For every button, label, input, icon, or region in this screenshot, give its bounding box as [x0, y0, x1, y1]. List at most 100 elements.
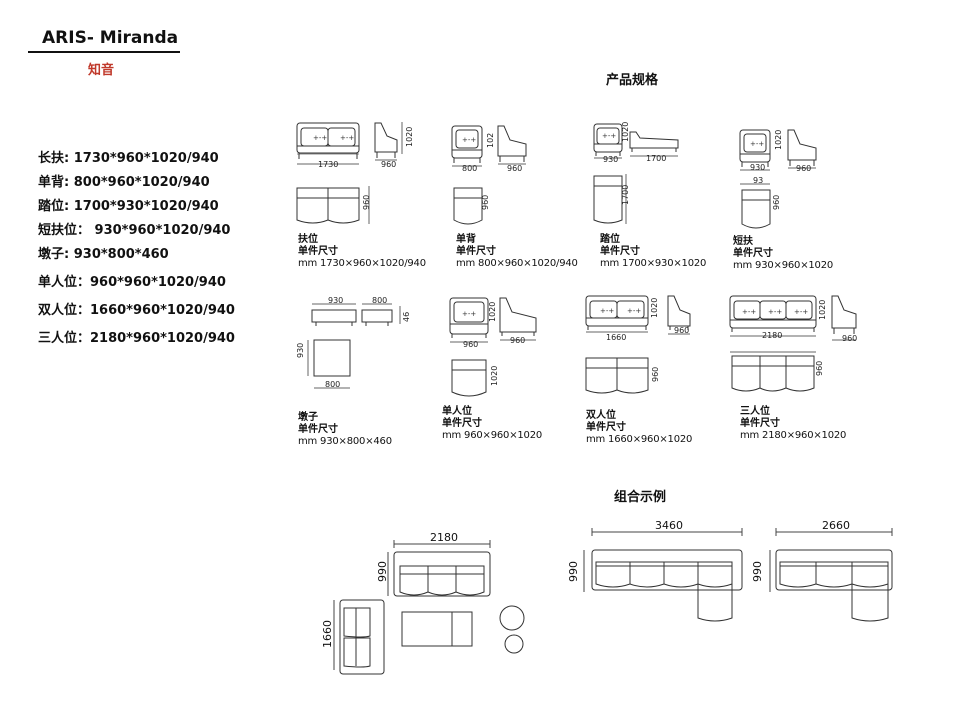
spec-item: 三人位：2180*960*1020/940 [38, 331, 235, 346]
combo-dim-label: 1660 [321, 620, 334, 648]
combo-right-drawing [766, 520, 906, 630]
product-caption: 三人位 单件尺寸 mm 2180×960×1020 [740, 406, 846, 442]
danrenwei-drawing: +-+ [448, 294, 548, 404]
product-caption: 单背 单件尺寸 mm 800×960×1020/940 [456, 234, 578, 270]
combo-dim-label: 2660 [822, 519, 850, 532]
dim-label: 960 [481, 194, 490, 210]
product-name: 单人位 [442, 406, 472, 417]
dim-label: 1020 [621, 121, 630, 142]
dim-label: 930 [328, 296, 344, 305]
product-size-label: 单件尺寸 [456, 246, 496, 257]
combo-dim-label: 3460 [655, 519, 683, 532]
product-size-label: 单件尺寸 [740, 418, 780, 429]
dim-label: 960 [507, 164, 523, 173]
dim-label: 1700 [646, 154, 667, 163]
spec-item: 墩子: 930*800*460 [38, 247, 169, 262]
product-size-label: 单件尺寸 [298, 424, 338, 435]
dim-label: 960 [772, 194, 781, 210]
product-caption: 墩子 单件尺寸 mm 930×800×460 [298, 412, 392, 448]
dim-label: 1730 [318, 160, 339, 169]
svg-text:+-+: +-+ [742, 308, 756, 316]
dim-label: 960 [842, 334, 858, 343]
combo-middle-drawing [580, 520, 760, 630]
spec-item: 单人位：960*960*1020/940 [38, 275, 226, 290]
dim-label: 800 [372, 296, 388, 305]
product-caption: 踏位 单件尺寸 mm 1700×930×1020 [600, 234, 706, 270]
section-title-combos: 组合示例 [614, 490, 667, 505]
product-caption: 扶位 单件尺寸 mm 1730×960×1020/940 [298, 234, 426, 270]
dim-label: 930 [603, 155, 619, 164]
product-dimensions: mm 2180×960×1020 [740, 430, 847, 441]
shuangrenwei-drawing: +-+ +-+ [584, 292, 704, 402]
svg-text:+-+: +-+ [627, 307, 641, 315]
dim-label: 1020 [774, 129, 783, 150]
product-size-label: 单件尺寸 [733, 248, 773, 259]
spec-list: 长扶: 1730*960*1020/940 单背: 800*960*1020/9… [38, 148, 268, 352]
spec-item: 短扶位： 930*960*1020/940 [38, 223, 231, 238]
spec-item: 长扶: 1730*960*1020/940 [38, 151, 219, 166]
svg-text:+-+: +-+ [602, 132, 616, 140]
dim-label: 960 [796, 164, 812, 173]
dim-label: 1020 [405, 126, 414, 147]
dim-label: 1020 [490, 365, 499, 386]
dim-label: 960 [362, 194, 371, 210]
dim-label: 800 [462, 164, 478, 173]
product-size-label: 单件尺寸 [600, 246, 640, 257]
svg-text:+-+: +-+ [313, 134, 327, 142]
product-caption: 双人位 单件尺寸 mm 1660×960×1020 [586, 410, 692, 446]
product-name: 短扶 [733, 236, 753, 247]
dim-label: 930 [750, 163, 766, 172]
dunzi-drawing [306, 296, 416, 396]
svg-text:+-+: +-+ [600, 307, 614, 315]
duanfu-drawing: +-+ [738, 126, 828, 236]
page-title: ARIS- Miranda [42, 28, 179, 48]
dim-label: 2180 [762, 331, 783, 340]
product-caption: 单人位 单件尺寸 mm 960×960×1020 [442, 406, 542, 442]
combo-left-drawing [320, 530, 540, 690]
product-size-label: 单件尺寸 [442, 418, 482, 429]
svg-text:+-+: +-+ [462, 310, 476, 318]
product-name: 三人位 [740, 406, 770, 417]
dim-label: 1020 [818, 299, 827, 320]
svg-text:+-+: +-+ [768, 308, 782, 316]
tawei-drawing: +-+ [592, 120, 692, 230]
product-dimensions: mm 1660×960×1020 [586, 434, 693, 445]
section-title-specs: 产品规格 [606, 73, 659, 88]
title-underline [28, 51, 180, 53]
product-name: 扶位 [298, 234, 318, 245]
spec-item: 双人位：1660*960*1020/940 [38, 303, 235, 318]
svg-text:+-+: +-+ [750, 140, 764, 148]
dim-label: 93 [753, 176, 764, 185]
combo-dim-label: 990 [751, 561, 764, 582]
product-size-label: 单件尺寸 [586, 422, 626, 433]
fuwei-drawing: +-+ +-+ [295, 118, 415, 228]
dim-label: 960 [651, 366, 660, 382]
combo-dim-label: 990 [567, 561, 580, 582]
product-size-label: 单件尺寸 [298, 246, 338, 257]
product-dimensions: mm 1700×930×1020 [600, 258, 707, 269]
product-name: 双人位 [586, 410, 616, 421]
product-dimensions: mm 960×960×1020 [442, 430, 543, 441]
dim-label: 1700 [621, 184, 630, 205]
page-subtitle: 知音 [88, 63, 115, 78]
combo-dim-label: 2180 [430, 531, 458, 544]
dim-label: 960 [815, 360, 824, 376]
product-dimensions: mm 1730×960×1020/940 [298, 258, 426, 269]
dim-label: 1660 [606, 333, 627, 342]
dim-label: 1020 [650, 297, 659, 318]
dim-label: 1020 [488, 301, 497, 322]
dim-label: 46 [402, 311, 411, 322]
product-name: 单背 [456, 234, 476, 245]
svg-text:+-+: +-+ [794, 308, 808, 316]
dim-label: 960 [463, 340, 479, 349]
svg-text:+-+: +-+ [462, 136, 476, 144]
dim-label: 102 [486, 132, 495, 148]
danbei-drawing: +-+ [450, 122, 540, 232]
product-name: 踏位 [600, 234, 620, 245]
product-dimensions: mm 930×960×1020 [733, 260, 834, 271]
svg-text:+-+: +-+ [340, 134, 354, 142]
dim-label: 960 [381, 160, 397, 169]
dim-label: 930 [296, 342, 305, 358]
product-dimensions: mm 800×960×1020/940 [456, 258, 578, 269]
dim-label: 800 [325, 380, 341, 389]
